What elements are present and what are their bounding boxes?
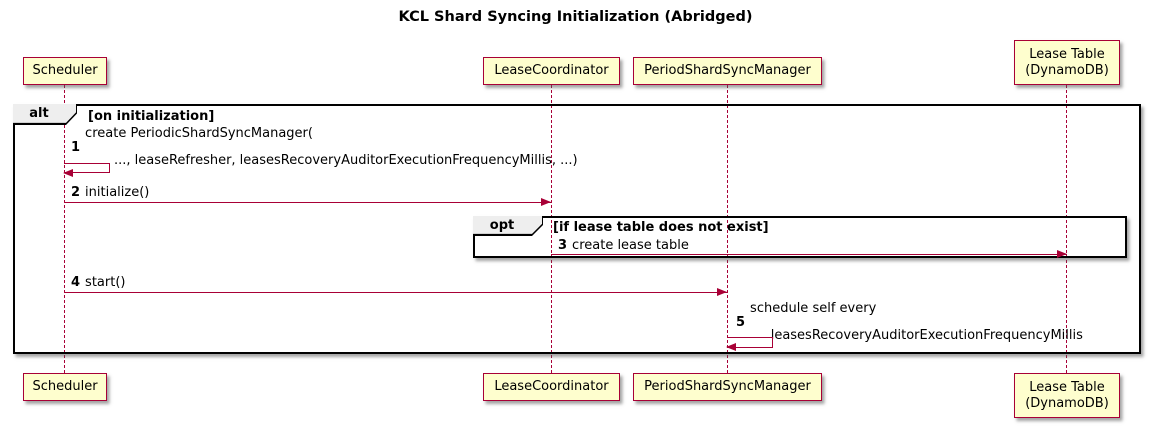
alt-guard-condition: [on initialization] bbox=[88, 109, 215, 124]
participant-period-shard-sync-manager-top: PeriodShardSyncManager bbox=[633, 57, 822, 85]
lifeline-period-shard-sync-manager bbox=[727, 85, 728, 373]
arrowhead-right-icon bbox=[717, 288, 727, 296]
arrowhead-right-icon bbox=[1057, 250, 1067, 258]
participant-label: PeriodShardSyncManager bbox=[644, 379, 811, 394]
message-4-arrow bbox=[65, 288, 727, 296]
arrow-line bbox=[65, 292, 727, 294]
participant-lease-coordinator-top: LeaseCoordinator bbox=[483, 57, 620, 85]
participant-label: LeaseCoordinator bbox=[494, 63, 609, 78]
opt-operator-label: opt bbox=[473, 216, 543, 235]
alt-operator-label: alt bbox=[13, 104, 77, 124]
participant-label: LeaseCoordinator bbox=[494, 379, 609, 394]
message-2-arrow bbox=[65, 198, 551, 206]
message-1-label: 1 create PeriodicShardSyncManager( ..., … bbox=[71, 127, 578, 168]
message-1-number: 1 bbox=[71, 139, 81, 155]
message-3-text: create lease table bbox=[572, 238, 689, 253]
message-4-label: 4 start() bbox=[71, 276, 125, 290]
diagram-title: KCL Shard Syncing Initialization (Abridg… bbox=[398, 9, 753, 25]
opt-frame: opt [if lease table does not exist] bbox=[473, 216, 1127, 258]
message-4-text: start() bbox=[85, 275, 126, 290]
arrowhead-right-icon bbox=[541, 198, 551, 206]
alt-frame: alt [on initialization] bbox=[13, 104, 1141, 354]
participant-lease-coordinator-bottom: LeaseCoordinator bbox=[483, 373, 620, 401]
message-5-label: 5 schedule self every leasesRecoveryAudi… bbox=[736, 302, 1083, 343]
message-5-number: 5 bbox=[736, 314, 746, 330]
participant-label: Lease Table bbox=[1029, 46, 1105, 62]
participant-lease-table-top: Lease Table (DynamoDB) bbox=[1014, 40, 1120, 85]
participant-label: Scheduler bbox=[32, 63, 98, 78]
message-3-arrow bbox=[551, 250, 1067, 258]
participant-label: Scheduler bbox=[32, 379, 98, 394]
lifeline-lease-coordinator bbox=[551, 85, 552, 373]
message-1-self-arrow bbox=[63, 163, 110, 177]
message-2-text: initialize() bbox=[85, 185, 150, 200]
opt-guard-condition: [if lease table does not exist] bbox=[553, 220, 769, 235]
message-5-text: schedule self every leasesRecoveryAudito… bbox=[750, 301, 1083, 343]
arrow-line bbox=[65, 202, 551, 204]
message-4-number: 4 bbox=[71, 275, 81, 290]
message-1-text: create PeriodicShardSyncManager( ..., le… bbox=[85, 126, 578, 168]
participant-label: Lease Table bbox=[1029, 379, 1105, 395]
alt-operator-pentagon: alt bbox=[13, 104, 77, 125]
participant-scheduler-bottom: Scheduler bbox=[23, 373, 107, 401]
arrow-line bbox=[551, 254, 1067, 256]
message-3-label: 3 create lease table bbox=[558, 239, 689, 253]
message-5-self-arrow bbox=[726, 337, 773, 351]
participant-scheduler-top: Scheduler bbox=[23, 57, 107, 85]
lifeline-lease-table bbox=[1066, 85, 1067, 373]
participant-label: PeriodShardSyncManager bbox=[644, 63, 811, 78]
participant-lease-table-bottom: Lease Table (DynamoDB) bbox=[1014, 373, 1120, 418]
arrowhead-left-icon bbox=[63, 168, 73, 177]
lifeline-scheduler bbox=[64, 85, 65, 373]
participant-label-line2: (DynamoDB) bbox=[1025, 395, 1109, 411]
message-2-number: 2 bbox=[71, 185, 81, 200]
participant-label-line2: (DynamoDB) bbox=[1025, 62, 1109, 78]
message-3-number: 3 bbox=[558, 238, 568, 253]
participant-period-shard-sync-manager-bottom: PeriodShardSyncManager bbox=[633, 373, 822, 401]
opt-operator-pentagon: opt bbox=[473, 216, 543, 236]
message-2-label: 2 initialize() bbox=[71, 186, 149, 200]
arrowhead-left-icon bbox=[726, 343, 736, 351]
